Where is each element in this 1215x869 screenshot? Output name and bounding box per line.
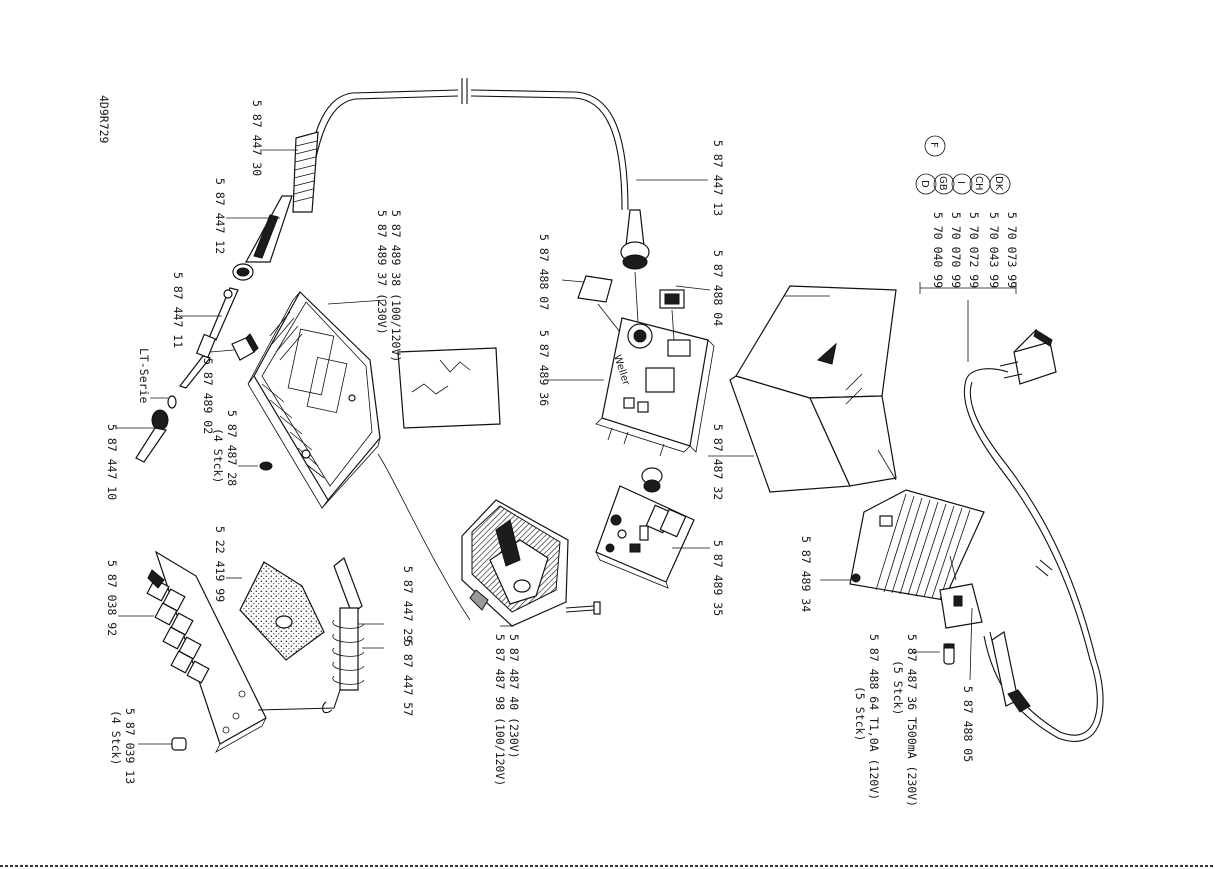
- label-front-panel: 5 87 489 36: [537, 330, 551, 406]
- label-lt-series: LT-Serie: [137, 348, 151, 403]
- cleaning-sponge: [239, 561, 325, 661]
- soldering-iron-handle: [232, 195, 293, 281]
- country-code-d: D: [919, 180, 930, 188]
- cord-part-ch: 5 70 043 99: [987, 212, 1001, 288]
- label-stand: 5 87 038 92: [105, 560, 119, 636]
- label-fuse-230v: 5 87 487 36 T500mA (230V): [905, 634, 919, 807]
- stand-foot: [171, 737, 187, 751]
- cord-row-ch: CH 5 70 043 99: [969, 173, 1001, 288]
- label-foot: 5 87 487 28: [225, 410, 239, 486]
- label-stand-foot: 5 87 039 13: [123, 708, 137, 784]
- label-knob: 5 87 489 02: [201, 358, 215, 434]
- label-transformer-120v: 5 87 487 98 (100/120V): [493, 634, 507, 786]
- label-fuse-120v-qty: (5 Stck): [853, 686, 867, 741]
- cord-part-i: 5 70 072 99: [967, 212, 981, 288]
- label-label-plate: 5 87 488 07: [537, 234, 551, 310]
- label-fuse-230v-qty: (5 Stck): [891, 660, 905, 715]
- label-holder-coil: 5 87 447 57: [401, 640, 415, 716]
- iron-stand-base: [146, 550, 267, 753]
- soldering-iron-cable: [302, 78, 629, 211]
- heating-element: [179, 287, 239, 389]
- label-handle: 5 87 447 12: [213, 178, 227, 254]
- country-code-i: I: [955, 181, 966, 184]
- cord-part-d: 5 70 040 99: [931, 212, 945, 288]
- label-foot-qty: (4 Stck): [211, 428, 225, 483]
- transformer: [461, 499, 569, 627]
- label-transformer-230v: 5 87 487 40 (230V): [507, 634, 521, 759]
- insulating-plate: [397, 347, 501, 429]
- cord-row-d: D 5 70 040 99: [915, 173, 945, 288]
- label-heating-element: 5 87 447 11: [171, 272, 185, 348]
- label-stand-foot-qty: (4 Stck): [109, 710, 123, 765]
- transformer-screw: [565, 601, 601, 615]
- housing-base: [247, 291, 381, 509]
- iron-holder-coil: [257, 557, 365, 714]
- label-pcb: 5 87 489 35: [711, 540, 725, 616]
- lt-series-sleeve: [167, 395, 177, 409]
- label-sponge: 5 22 419 99: [213, 526, 227, 602]
- label-switch: 5 87 488 04: [711, 250, 725, 326]
- label-housing-230v: 5 87 489 37 (230V): [375, 210, 389, 335]
- country-cord-table: DK 5 70 073 99 CH 5 70 043 99 I 5 70 072…: [915, 135, 1019, 288]
- label-holder: 5 87 447 29: [401, 566, 415, 642]
- label-strain-relief: 5 87 447 30: [250, 100, 264, 176]
- cord-row-i: I 5 70 072 99: [951, 173, 981, 288]
- cord-part-gb: 5 70 070 99: [949, 212, 963, 288]
- housing-cover: [729, 285, 897, 493]
- label-mains-socket: 5 87 488 05: [961, 686, 975, 762]
- country-code-f: F: [928, 142, 939, 148]
- heat-sink: [849, 489, 985, 601]
- label-housing-120v: 5 87 489 38 (100/120V): [389, 210, 403, 362]
- strain-relief-sleeve: [292, 131, 319, 213]
- mains-socket: [939, 583, 983, 629]
- label-plate: [577, 275, 621, 333]
- fuse: [943, 643, 955, 665]
- label-fuse-120v: 5 87 488 64 T1,0A (120V): [867, 634, 881, 800]
- front-panel: Weller: [595, 317, 715, 457]
- country-code-dk: DK: [993, 176, 1004, 191]
- mains-cord: [963, 368, 1104, 742]
- control-pcb: [595, 467, 695, 589]
- rubber-foot: [259, 461, 273, 471]
- potentiometer-knob: [231, 333, 259, 361]
- label-cover: 5 87 487 32: [711, 424, 725, 500]
- country-code-ch: CH: [973, 176, 984, 191]
- cord-part-dk: 5 70 073 99: [1005, 212, 1019, 288]
- iron-socket: [620, 209, 650, 323]
- drawing-id: 4D9R729: [97, 95, 111, 144]
- mains-plug: [999, 328, 1057, 385]
- leader-lines: [116, 149, 1017, 745]
- cord-row-f: F: [924, 135, 946, 157]
- label-cable: 5 87 447 13: [711, 140, 725, 216]
- tip-nut: [135, 409, 169, 463]
- power-switch: [659, 289, 685, 341]
- label-heat-sink: 5 87 489 34: [799, 536, 813, 612]
- country-code-gb: GB: [937, 176, 948, 191]
- label-tip-nut: 5 87 447 10: [105, 424, 119, 500]
- cord-row-gb: GB 5 70 070 99: [933, 173, 963, 288]
